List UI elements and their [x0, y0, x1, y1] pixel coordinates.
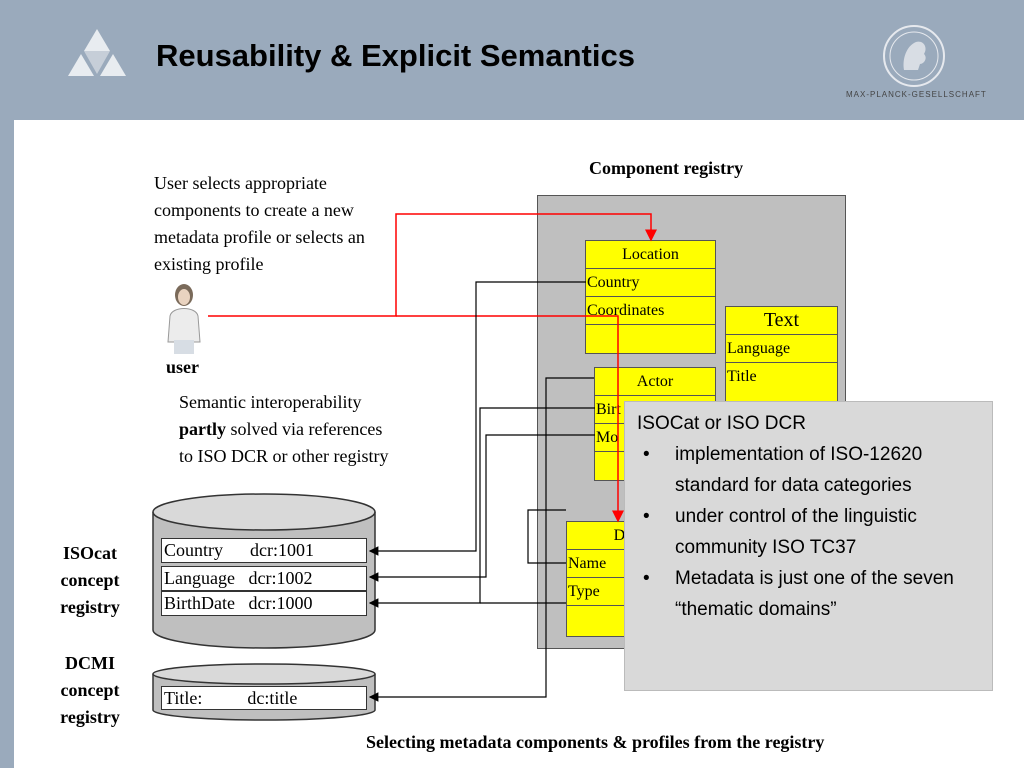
- isocat-label: ISOcat concept registry: [60, 543, 120, 617]
- semantic-line-1: Semantic interoperability: [179, 392, 362, 412]
- info-bullet: implementation of ISO-12620 standard for…: [637, 439, 984, 501]
- link-name-up: [527, 509, 566, 564]
- triangles-logo-icon: [68, 29, 126, 76]
- user-figure-icon: [167, 284, 201, 354]
- link-country: [368, 281, 586, 556]
- component-field: Title: [727, 368, 757, 385]
- component-header: Text: [726, 307, 837, 335]
- component-field: Coordinates: [586, 297, 715, 325]
- link-title: [368, 377, 594, 702]
- slide-title: Reusability & Explicit Semantics: [156, 38, 635, 73]
- semantic-line-3: to ISO DCR or other registry: [179, 446, 389, 466]
- semantic-interop-text: Semantic interoperability partly solved …: [179, 389, 469, 470]
- dcmi-label: DCMI concept registry: [60, 653, 120, 727]
- dcmi-entry: Title: dc:title: [161, 686, 367, 710]
- info-bullets: implementation of ISO-12620 standard for…: [637, 439, 984, 625]
- link-birthdate-b: [368, 434, 595, 582]
- left-stripe: [0, 0, 14, 768]
- component-location: Location Country Coordinates: [585, 240, 716, 354]
- info-title: ISOCat or ISO DCR: [637, 413, 806, 434]
- component-field: Country: [586, 269, 715, 297]
- header-bar: [0, 0, 1024, 120]
- minerva-seal-icon: [883, 25, 945, 87]
- user-instruction-text: User selects appropriate components to c…: [154, 173, 365, 274]
- isocat-entry: Language dcr:1002: [161, 566, 367, 591]
- isocat-info-box: ISOCat or ISO DCR implementation of ISO-…: [624, 401, 993, 691]
- bottom-caption: Selecting metadata components & profiles…: [366, 732, 825, 752]
- semantic-partly: partly: [179, 419, 226, 439]
- isocat-entry: BirthDate dcr:1000: [161, 591, 367, 616]
- mpg-logo-text: MAX-PLANCK-GESELLSCHAFT: [846, 90, 987, 99]
- red-arrow-to-location: [208, 213, 657, 317]
- red-arrow-to-dan: [396, 315, 624, 523]
- isocat-entry: Country dcr:1001: [161, 538, 367, 563]
- user-label: user: [166, 357, 199, 377]
- component-registry-label: Component registry: [589, 158, 744, 178]
- component-field: Language: [726, 335, 837, 363]
- link-birthdate-a: [368, 407, 595, 608]
- component-header: Actor: [595, 368, 715, 396]
- info-bullet: Metadata is just one of the seven “thema…: [637, 563, 984, 625]
- semantic-line-2: solved via references: [226, 419, 383, 439]
- component-text: Text Language Title: [725, 306, 838, 408]
- component-header: Location: [586, 241, 715, 269]
- info-bullet: under control of the linguistic communit…: [637, 501, 984, 563]
